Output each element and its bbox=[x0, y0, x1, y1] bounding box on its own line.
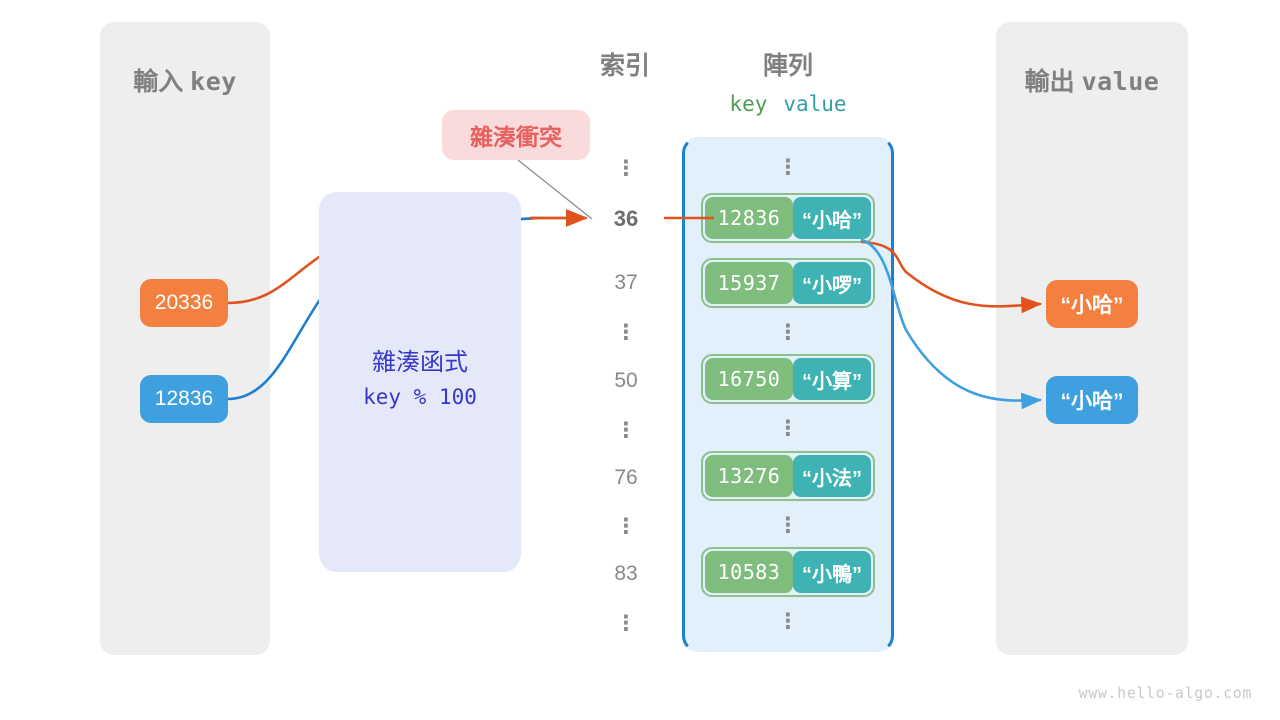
array-entry-value: “小哈” bbox=[793, 197, 871, 239]
output-value-chip-2: “小哈” bbox=[1046, 376, 1138, 424]
array-entry-key: 13276 bbox=[705, 455, 793, 497]
index-column-header: 索引 bbox=[599, 52, 650, 80]
array-entry-key: 12836 bbox=[705, 197, 793, 239]
array-entry: 15937“小啰” bbox=[701, 258, 875, 308]
array-entry-key: 15937 bbox=[705, 262, 793, 304]
index-label-50: 50 bbox=[614, 369, 638, 392]
array-entry-key: 16750 bbox=[705, 358, 793, 400]
array-entry: 12836“小哈” bbox=[701, 193, 875, 243]
input-panel-title: 輸入 key bbox=[133, 67, 237, 96]
index-ellipsis: ⋮ bbox=[615, 515, 637, 538]
array-ellipsis: ⋮ bbox=[777, 610, 799, 633]
input-panel: 輸入 key bbox=[100, 22, 270, 655]
value-header-label: value bbox=[783, 92, 847, 116]
array-entry-value: “小法” bbox=[793, 455, 871, 497]
array-rows: ⋮12836“小哈”15937“小啰”⋮16750“小算”⋮13276“小法”⋮… bbox=[682, 137, 894, 652]
output-panel-title: 輸出 value bbox=[1024, 67, 1160, 96]
index-label-76: 76 bbox=[614, 466, 638, 489]
input-key-chip-1: 20336 bbox=[140, 279, 228, 327]
collision-callout-label: 雜湊衝突 bbox=[470, 124, 562, 150]
index-label-36: 36 bbox=[613, 206, 639, 231]
array-column-header: 陣列 bbox=[762, 52, 813, 80]
key-header-label: key bbox=[729, 92, 768, 116]
collision-callout: 雜湊衝突 bbox=[442, 110, 590, 160]
index-label-83: 83 bbox=[614, 562, 638, 585]
array-entry: 10583“小鴨” bbox=[701, 547, 875, 597]
watermark: www.hello-algo.com bbox=[1078, 684, 1252, 702]
index-ellipsis: ⋮ bbox=[615, 419, 637, 442]
index-ellipsis: ⋮ bbox=[615, 157, 637, 180]
key-value-header: key value bbox=[688, 92, 888, 116]
hash-function-formula: key % 100 bbox=[363, 385, 477, 409]
input-key-chip-2: 12836 bbox=[140, 375, 228, 423]
array-entry-key: 10583 bbox=[705, 551, 793, 593]
collision-leader-line bbox=[517, 159, 593, 220]
array-entry-value: “小鴨” bbox=[793, 551, 871, 593]
array-ellipsis: ⋮ bbox=[777, 417, 799, 440]
index-ellipsis: ⋮ bbox=[615, 321, 637, 344]
array-entry: 16750“小算” bbox=[701, 354, 875, 404]
index-label-37: 37 bbox=[614, 271, 638, 294]
array-entry-value: “小啰” bbox=[793, 262, 871, 304]
array-ellipsis: ⋮ bbox=[777, 514, 799, 537]
index-column: ⋮ 36 37 ⋮ 50 ⋮ 76 ⋮ 83 ⋮ bbox=[595, 140, 657, 640]
index-ellipsis: ⋮ bbox=[615, 612, 637, 635]
array-entry: 13276“小法” bbox=[701, 451, 875, 501]
hash-function-box: 雜湊函式 key % 100 bbox=[319, 192, 521, 572]
hash-function-title: 雜湊函式 bbox=[372, 349, 468, 376]
array-entry-value: “小算” bbox=[793, 358, 871, 400]
array-ellipsis: ⋮ bbox=[777, 321, 799, 344]
output-value-chip-1: “小哈” bbox=[1046, 280, 1138, 328]
output-panel: 輸出 value bbox=[996, 22, 1188, 655]
array-ellipsis: ⋮ bbox=[777, 156, 799, 179]
